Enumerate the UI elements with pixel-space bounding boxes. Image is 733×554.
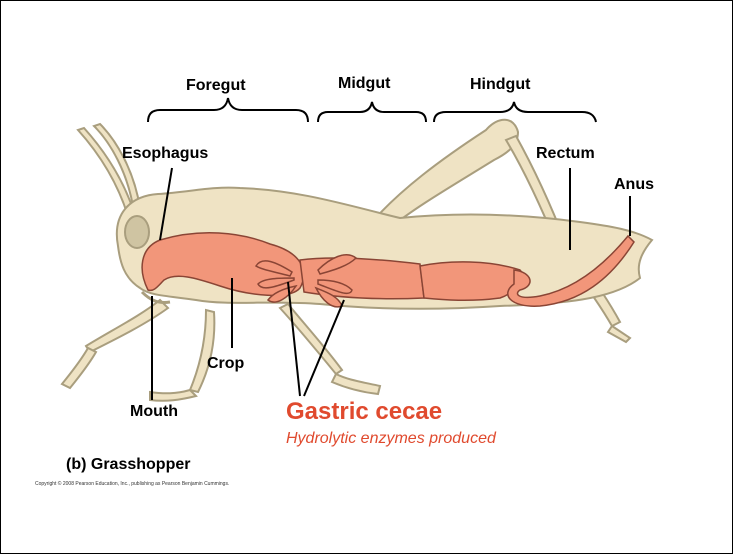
- hindgut-label: Hindgut: [470, 76, 530, 94]
- mouth-label: Mouth: [130, 403, 178, 421]
- foregut-bracket: [148, 98, 308, 122]
- esophagus-label: Esophagus: [122, 145, 208, 163]
- anus-label: Anus: [614, 176, 654, 194]
- gastric-cecae-note: Hydrolytic enzymes produced: [286, 430, 496, 448]
- figure-caption: (b) Grasshopper: [66, 456, 190, 474]
- midgut-label: Midgut: [338, 75, 390, 93]
- crop-label: Crop: [207, 355, 244, 373]
- copyright-notice: Copyright © 2008 Pearson Education, Inc.…: [35, 481, 229, 487]
- midgut-bracket: [318, 102, 426, 122]
- gastric-cecae-label: Gastric cecae: [286, 398, 442, 426]
- rectum-label: Rectum: [536, 145, 595, 163]
- foregut-label: Foregut: [186, 77, 246, 95]
- compound-eye: [125, 216, 149, 248]
- hindgut-bracket: [434, 102, 596, 122]
- legs: [62, 300, 380, 401]
